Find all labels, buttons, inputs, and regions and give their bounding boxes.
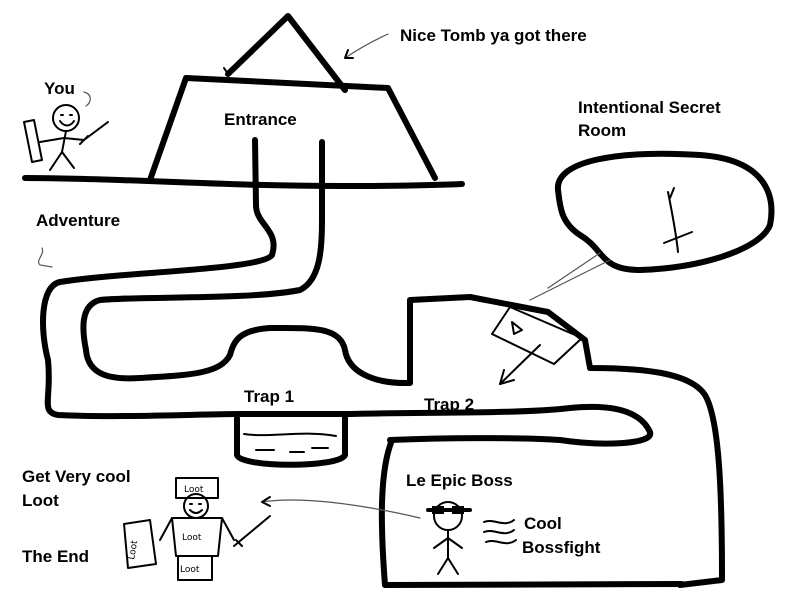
loot-tag-leg: Loot	[180, 565, 200, 575]
label-the-end: The End	[22, 547, 89, 566]
you-stick-figure	[23, 104, 109, 171]
label-secret-room-line2: Room	[578, 121, 626, 140]
loot-tag-hat: Loot	[184, 485, 204, 495]
label-you: You	[44, 79, 75, 98]
trap1-water	[243, 432, 337, 437]
secret-room	[554, 150, 775, 273]
boss-stick-figure	[426, 501, 472, 575]
secret-dagger	[667, 191, 679, 253]
label-nice-tomb: Nice Tomb ya got there	[400, 26, 587, 45]
label-trap2: Trap 2	[424, 395, 474, 414]
pyramid-top	[225, 13, 348, 93]
label-secret-room-line1: Intentional Secret	[578, 98, 721, 117]
boss-room	[378, 437, 685, 588]
ground-line	[22, 175, 465, 189]
pyramid-arrow	[223, 67, 235, 75]
loot-tag-card: Loot	[127, 539, 140, 560]
label-entrance: Entrance	[224, 110, 297, 129]
label-trap1: Trap 1	[244, 387, 294, 406]
label-loot-line2: Loot	[22, 491, 59, 510]
loot-stick-figure	[123, 477, 271, 581]
label-boss: Le Epic Boss	[406, 471, 513, 490]
tomb-building	[147, 75, 438, 183]
label-cool-line1: Cool	[524, 514, 562, 533]
boss-aura-lines	[483, 519, 517, 545]
label-cool-line2: Bossfight	[522, 538, 601, 557]
label-adventure: Adventure	[36, 211, 120, 230]
path-outer	[40, 137, 653, 447]
trap2-dart-trap	[491, 306, 583, 365]
loot-tag-chest: Loot	[182, 533, 202, 543]
label-loot-line1: Get Very cool	[22, 467, 131, 486]
path-inner	[80, 139, 725, 588]
trap1-pit	[234, 415, 348, 468]
